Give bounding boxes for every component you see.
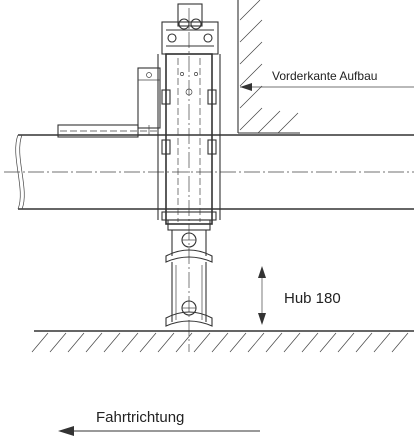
ground bbox=[31, 330, 414, 353]
arrow-down-icon bbox=[258, 313, 266, 325]
top-bracket bbox=[161, 3, 219, 55]
inner-leg-upper bbox=[165, 230, 213, 263]
inner-leg-lower bbox=[165, 262, 213, 327]
front-edge-callout: Vorderkante Aufbau bbox=[240, 69, 414, 91]
crank-spindle bbox=[57, 67, 161, 138]
arrow-icon bbox=[240, 83, 252, 91]
stroke-dimension: Hub 180 bbox=[258, 266, 341, 325]
body-wall bbox=[237, 0, 300, 134]
direction-indicator: Fahrtrichtung bbox=[58, 409, 260, 436]
landing-gear-housing bbox=[157, 8, 221, 352]
front-edge-label: Vorderkante Aufbau bbox=[272, 69, 377, 83]
arrow-left-icon bbox=[58, 426, 74, 436]
arrow-up-icon bbox=[258, 266, 266, 278]
stroke-label: Hub 180 bbox=[284, 290, 341, 307]
chassis-beam bbox=[4, 134, 414, 210]
direction-label: Fahrtrichtung bbox=[96, 409, 184, 426]
collar bbox=[161, 211, 217, 231]
